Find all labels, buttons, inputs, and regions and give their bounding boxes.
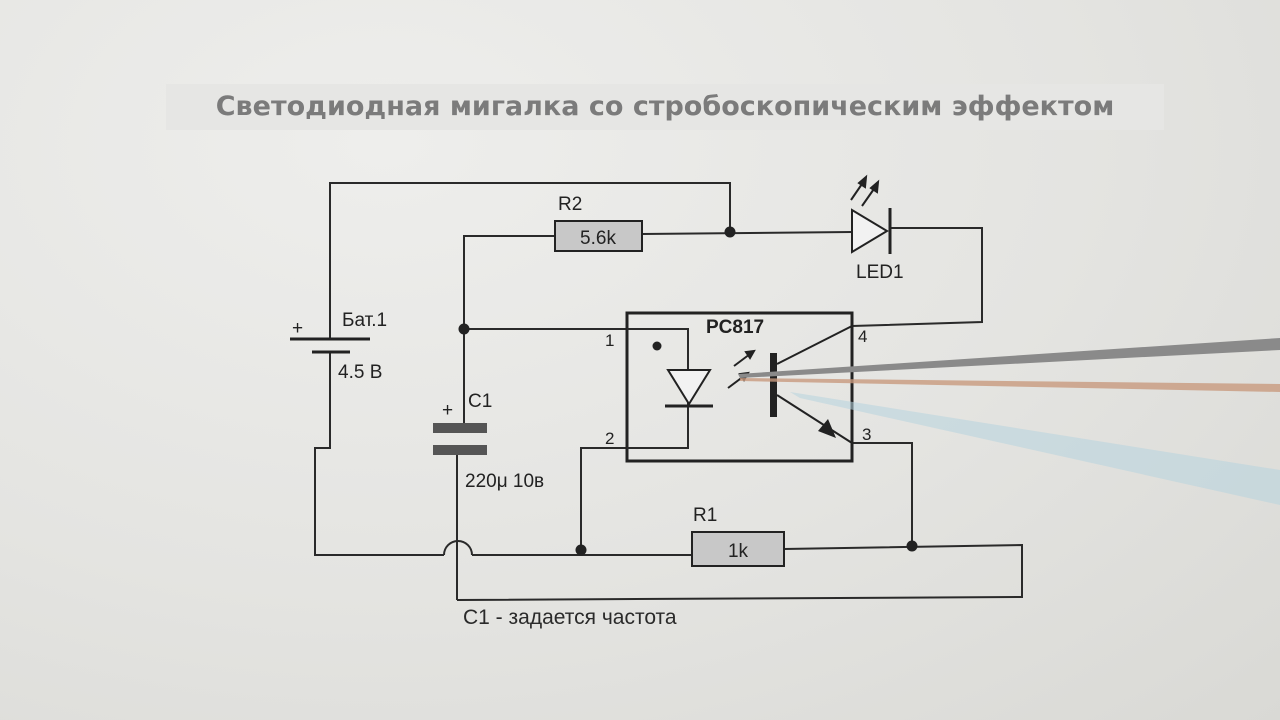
wire-pin2 xyxy=(580,447,627,552)
battery-plus-sign: + xyxy=(292,318,303,339)
junction-dot xyxy=(575,544,587,556)
r2-value: 5.6k xyxy=(580,228,616,249)
opto-diode-symbol xyxy=(666,369,712,406)
r1-value: 1k xyxy=(728,541,749,562)
r1-label: R1 xyxy=(693,505,717,526)
wire-led-pin4 xyxy=(851,227,983,327)
battery-voltage: 4.5 В xyxy=(338,362,382,383)
led-emission-arrows-icon xyxy=(850,174,880,207)
pin-2-label: 2 xyxy=(605,429,614,448)
capacitor-minus-plate xyxy=(433,445,487,455)
wire-battery-bottom xyxy=(314,352,444,556)
pin-1-label: 1 xyxy=(605,331,614,350)
opto-light-arrows-icon xyxy=(727,349,756,389)
wire-r2-left xyxy=(463,235,555,423)
capacitor-plus-plate xyxy=(433,423,487,433)
wire-top-outer xyxy=(329,182,731,340)
r2-label: R2 xyxy=(558,194,582,215)
phototransistor-emitter xyxy=(776,394,853,444)
optocoupler-body xyxy=(625,311,854,463)
pin-4-label: 4 xyxy=(858,327,867,346)
pin-3-label: 3 xyxy=(862,425,871,444)
led-label: LED1 xyxy=(856,262,904,283)
phototransistor-base xyxy=(770,353,777,417)
capacitor-value: 220μ 10в xyxy=(465,471,544,492)
emitter-arrow-icon xyxy=(818,419,836,438)
junction-dot xyxy=(724,226,736,238)
battery-label: Бат.1 xyxy=(342,310,387,331)
resistor-r1 xyxy=(691,531,785,567)
capacitor-plus-sign: + xyxy=(442,400,453,421)
phototransistor-collector xyxy=(776,325,853,365)
diagram-title: Светодиодная мигалка со стробоскопически… xyxy=(166,84,1164,130)
capacitor-label: C1 xyxy=(468,391,492,412)
pin1-indicator-dot xyxy=(652,341,662,351)
led-symbol xyxy=(851,208,889,254)
optocoupler-label: PC817 xyxy=(706,317,764,338)
diagram-caption: C1 - задается частота xyxy=(463,606,677,629)
junction-dot xyxy=(458,323,470,335)
pointer-shadow xyxy=(790,392,1280,505)
wire-pin3 xyxy=(852,442,913,547)
pointer-reflection xyxy=(740,378,1280,392)
wire-r1-right xyxy=(456,543,1023,601)
junction-dot xyxy=(906,540,918,552)
pointer-stick xyxy=(738,338,1280,378)
wire-r2-right xyxy=(641,231,853,235)
resistor-r2 xyxy=(554,220,643,252)
